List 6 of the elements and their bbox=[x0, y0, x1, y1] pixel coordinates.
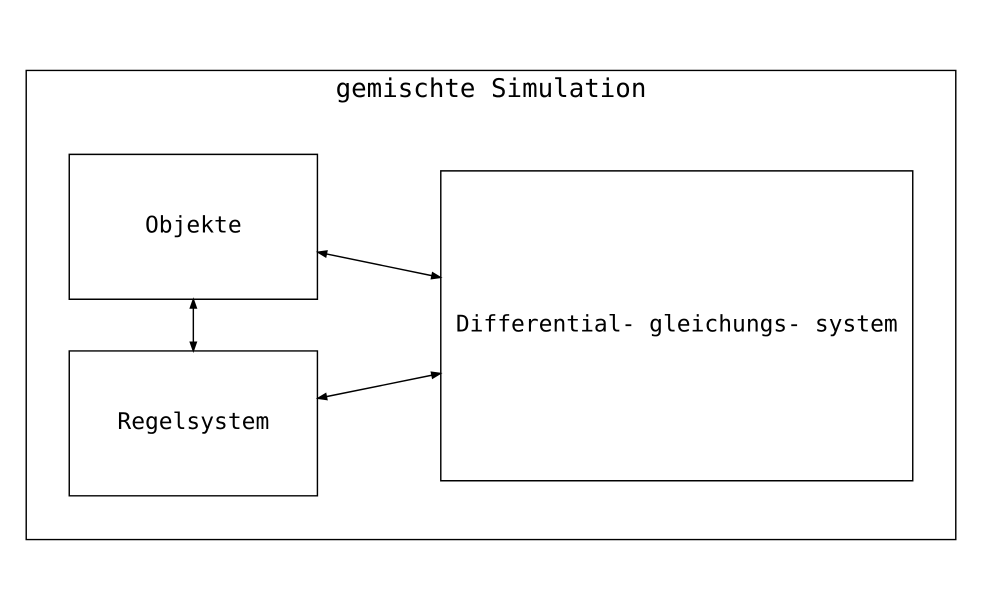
node-box: Differential- gleichungs- system bbox=[440, 170, 913, 482]
arrow bbox=[315, 250, 442, 280]
arrow bbox=[315, 371, 442, 400]
arrow bbox=[188, 297, 197, 353]
node-box: Objekte bbox=[68, 154, 318, 300]
node-box: Regelsystem bbox=[68, 350, 318, 496]
